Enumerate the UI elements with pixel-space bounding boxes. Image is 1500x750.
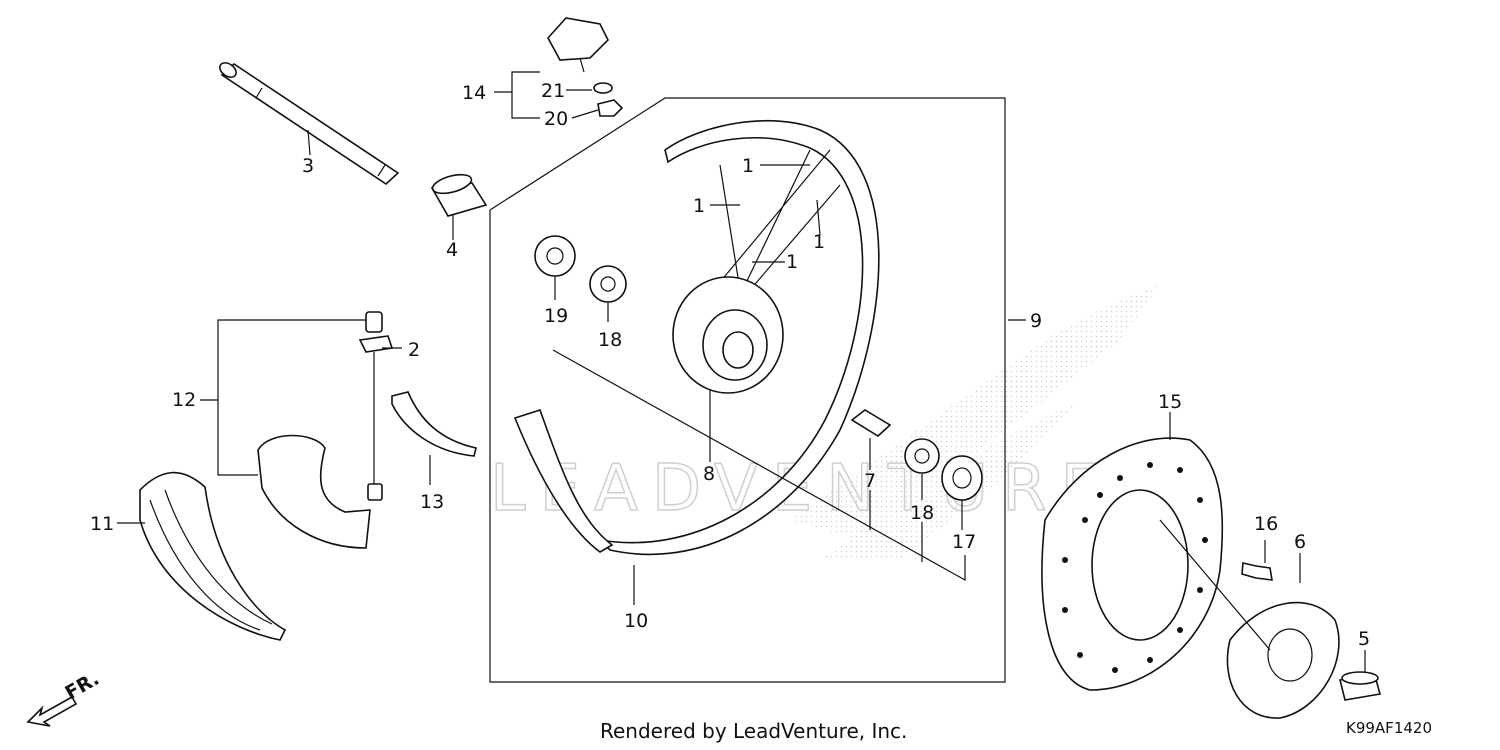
wheel-rim: [513, 119, 880, 556]
diagram-code: K99AF1420: [1346, 719, 1432, 737]
inner-tube: [257, 311, 394, 549]
callout-1: 1: [786, 251, 798, 273]
distance-collar: [850, 409, 892, 437]
callout-13: 13: [420, 491, 444, 513]
tire: [139, 471, 287, 641]
callout-18: 18: [910, 502, 934, 524]
callout-19: 19: [544, 305, 568, 327]
callout-9: 9: [1030, 310, 1042, 332]
callout-3: 3: [302, 155, 314, 177]
wheel-assembly-frame: [489, 97, 1006, 683]
callout-1: 1: [693, 195, 705, 217]
wheel-bearings: [534, 235, 940, 474]
callout-14: 14: [462, 82, 486, 104]
axle-collar: [430, 173, 488, 217]
callout-6: 6: [1294, 531, 1306, 553]
callout-21: 21: [541, 80, 565, 102]
callout-4: 4: [446, 239, 458, 261]
callout-18: 18: [598, 329, 622, 351]
front-axle: [219, 62, 400, 186]
callout-10: 10: [624, 610, 648, 632]
callout-7: 7: [864, 470, 876, 492]
callout-17: 17: [952, 531, 976, 553]
rim-band: [391, 391, 477, 457]
callout-labels: 1 1 1 1 2 3 4 5 6 7 8 9 10 11 12 13 14 1…: [90, 80, 1370, 650]
callout-16: 16: [1254, 513, 1278, 535]
callout-5: 5: [1358, 628, 1370, 650]
callout-1: 1: [742, 155, 754, 177]
dust-seal: [941, 455, 983, 501]
callout-15: 15: [1158, 391, 1182, 413]
footer-credit: Rendered by LeadVenture, Inc.: [600, 719, 907, 743]
callout-11: 11: [90, 513, 114, 535]
direction-arrow-icon: [26, 695, 78, 727]
callout-12: 12: [172, 389, 196, 411]
callout-8: 8: [703, 463, 715, 485]
callout-20: 20: [544, 108, 568, 130]
side-collar: [1339, 671, 1382, 701]
rim-lock: [547, 17, 624, 117]
callout-2: 2: [408, 339, 420, 361]
disc-bolt: [1241, 562, 1273, 581]
brake-disc: [1041, 437, 1224, 691]
leader-lines: [117, 71, 1366, 672]
callout-1: 1: [813, 231, 825, 253]
hub-plate: [1226, 601, 1340, 719]
front-direction-indicator: FR.: [26, 668, 103, 727]
